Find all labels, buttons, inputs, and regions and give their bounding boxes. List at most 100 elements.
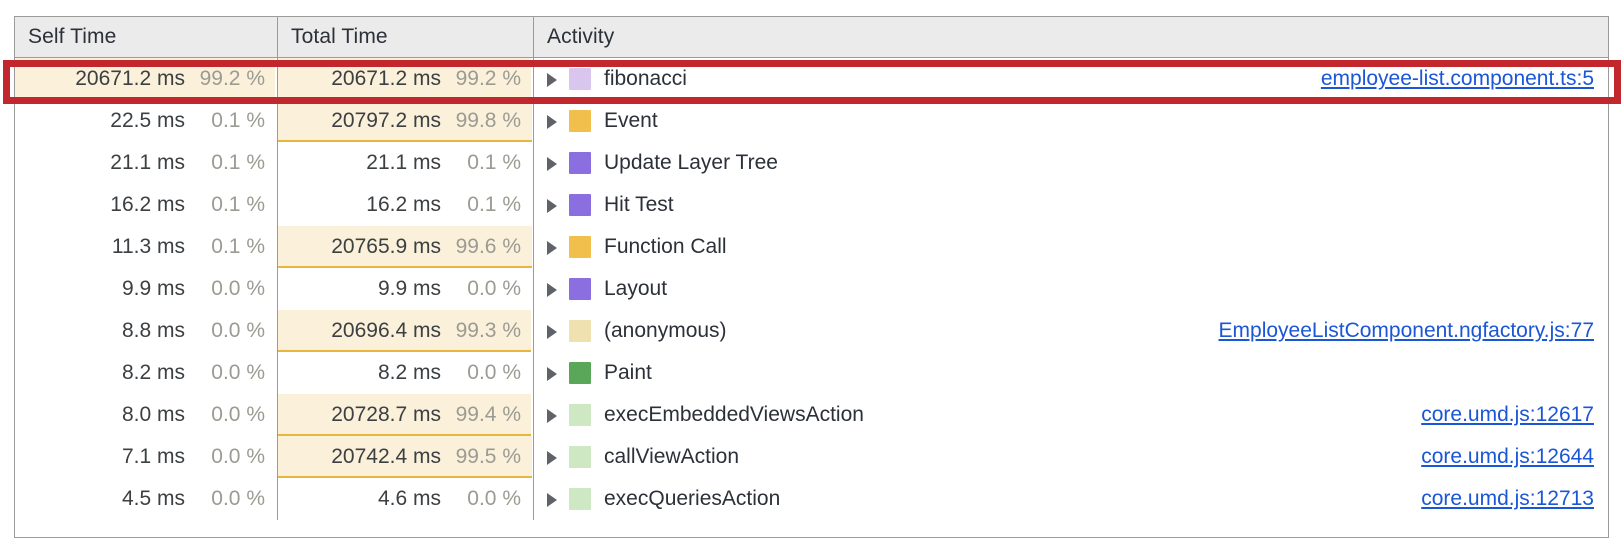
self-time-percent: 0.1 % — [211, 151, 265, 174]
total-time-value: 20728.7 ms — [331, 403, 441, 426]
self-time-percent: 0.1 % — [211, 109, 265, 132]
activity-label: Paint — [604, 361, 652, 384]
activity-color-swatch-icon — [569, 68, 591, 90]
cell-total-time: 8.2 ms 0.0 % — [278, 352, 534, 394]
activity-label: callViewAction — [604, 445, 740, 468]
activity-label: Hit Test — [604, 193, 674, 216]
self-time-value: 20671.2 ms — [75, 67, 185, 90]
self-time-percent: 0.0 % — [211, 277, 265, 300]
total-time-value: 20797.2 ms — [331, 109, 441, 132]
self-time-percent: 0.0 % — [211, 319, 265, 342]
total-time-percent-bar — [278, 310, 532, 352]
triangle-right-icon[interactable] — [546, 282, 559, 297]
total-time-value: 8.2 ms — [377, 361, 441, 384]
triangle-right-icon[interactable] — [546, 366, 559, 381]
total-time-percent-bar — [278, 394, 532, 436]
total-time-percent: 0.1 % — [467, 193, 521, 216]
source-location-link[interactable]: EmployeeListComponent.ngfactory.js:77 — [1218, 319, 1594, 342]
column-header-activity[interactable]: Activity — [534, 17, 1608, 57]
column-header-self-time-label: Self Time — [28, 25, 117, 48]
self-time-value: 16.2 ms — [110, 193, 185, 216]
source-location-link[interactable]: core.umd.js:12644 — [1421, 445, 1594, 468]
triangle-right-icon[interactable] — [546, 408, 559, 423]
triangle-right-icon[interactable] — [546, 114, 559, 129]
total-time-percent-bar — [278, 226, 532, 268]
cell-self-time: 9.9 ms 0.0 % — [15, 268, 278, 310]
cell-activity: callViewAction core.umd.js:12644 — [534, 436, 1608, 478]
self-time-value: 8.8 ms — [121, 319, 185, 342]
self-time-value: 9.9 ms — [121, 277, 185, 300]
triangle-right-icon[interactable] — [546, 198, 559, 213]
source-location-link[interactable]: employee-list.component.ts:5 — [1320, 67, 1594, 90]
self-time-percent: 0.1 % — [211, 235, 265, 258]
activity-label: Update Layer Tree — [604, 151, 778, 174]
column-header-activity-label: Activity — [547, 25, 615, 48]
triangle-right-icon[interactable] — [546, 492, 559, 507]
self-time-value: 7.1 ms — [121, 445, 185, 468]
cell-total-time: 20765.9 ms 99.6 % — [278, 226, 534, 268]
self-time-percent: 0.0 % — [211, 445, 265, 468]
triangle-right-icon[interactable] — [546, 72, 559, 87]
cell-activity: Event — [534, 100, 1608, 142]
activity-color-swatch-icon — [569, 404, 591, 426]
self-time-percent: 0.0 % — [211, 487, 265, 510]
self-time-percent: 0.0 % — [211, 361, 265, 384]
source-location-link[interactable]: core.umd.js:12713 — [1421, 487, 1594, 510]
column-header-total-time[interactable]: Total Time — [278, 17, 534, 57]
cell-activity: Update Layer Tree — [534, 142, 1608, 184]
triangle-right-icon[interactable] — [546, 324, 559, 339]
cell-activity: fibonacci employee-list.component.ts:5 — [534, 58, 1608, 100]
activity-color-swatch-icon — [569, 152, 591, 174]
column-header-self-time[interactable]: Self Time — [15, 17, 278, 57]
triangle-right-icon[interactable] — [546, 450, 559, 465]
triangle-right-icon[interactable] — [546, 240, 559, 255]
triangle-right-icon[interactable] — [546, 156, 559, 171]
total-time-value: 20696.4 ms — [331, 319, 441, 342]
cell-activity: Paint — [534, 352, 1608, 394]
activity-label: (anonymous) — [604, 319, 727, 342]
cell-self-time: 7.1 ms 0.0 % — [15, 436, 278, 478]
total-time-percent-bar — [278, 100, 533, 142]
activity-label: Layout — [604, 277, 668, 300]
source-location-link[interactable]: core.umd.js:12617 — [1421, 403, 1594, 426]
activity-color-swatch-icon — [569, 488, 591, 510]
self-time-value: 22.5 ms — [110, 109, 185, 132]
cell-activity: Function Call — [534, 226, 1608, 268]
total-time-value: 4.6 ms — [377, 487, 441, 510]
total-time-value: 20765.9 ms — [331, 235, 441, 258]
total-time-percent: 0.0 % — [467, 277, 521, 300]
activity-label: Function Call — [604, 235, 727, 258]
total-time-value: 16.2 ms — [366, 193, 441, 216]
total-time-percent: 99.6 % — [455, 235, 521, 258]
activity-color-swatch-icon — [569, 320, 591, 342]
activity-label: fibonacci — [604, 67, 687, 90]
total-time-percent: 0.0 % — [467, 361, 521, 384]
total-time-percent: 99.2 % — [455, 67, 521, 90]
